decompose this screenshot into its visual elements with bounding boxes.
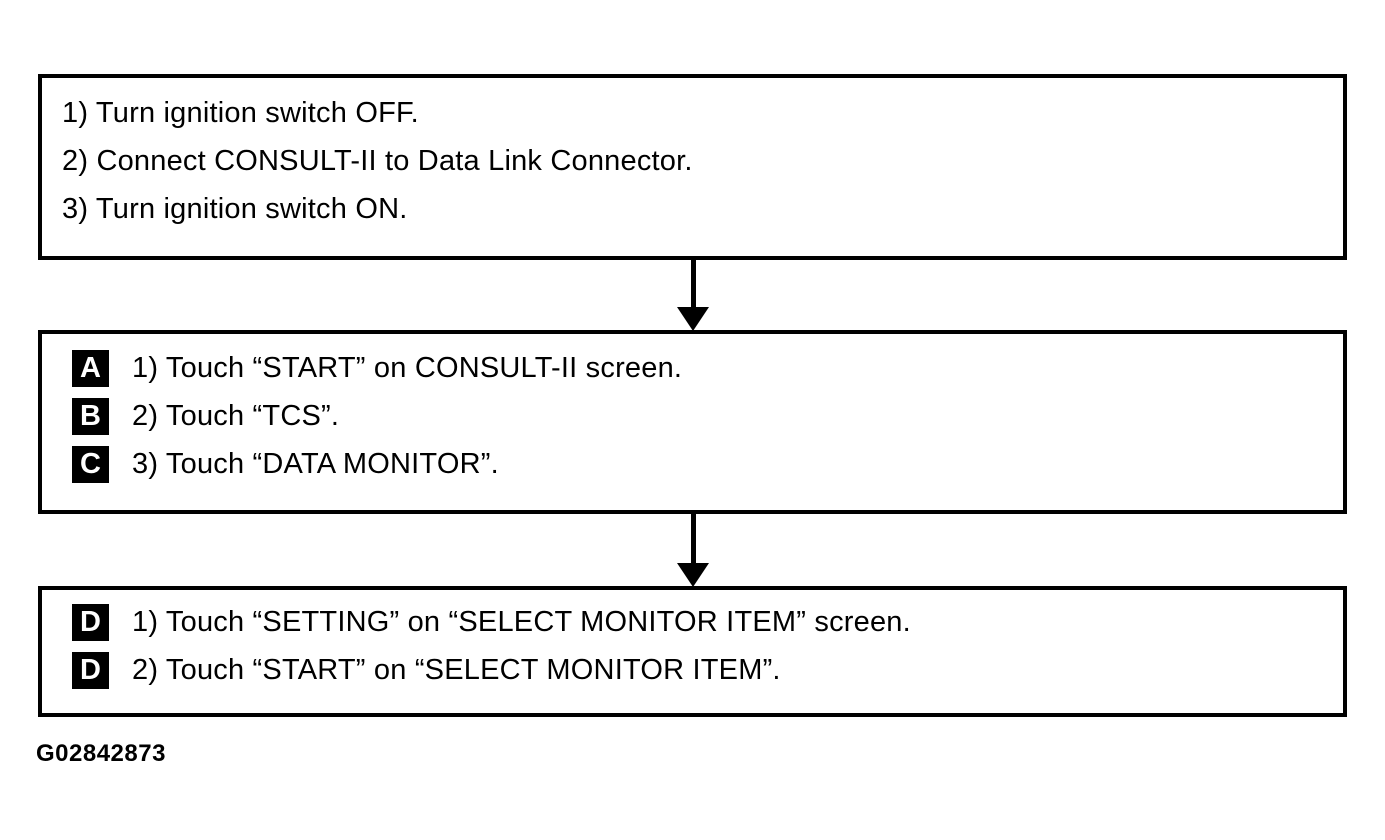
step-row: 2) Connect CONSULT-II to Data Link Conne… (62, 137, 1343, 185)
step-text: 1) Touch “START” on CONSULT-II screen. (132, 351, 683, 384)
arrow-down-icon (677, 307, 709, 331)
step-text: 2) Touch “START” on “SELECT MONITOR ITEM… (132, 653, 781, 686)
flow-box-consult-menu: A 1) Touch “START” on CONSULT-II screen.… (38, 330, 1347, 514)
flow-connector-1 (677, 258, 709, 331)
step-row: B 2) Touch “TCS”. (72, 392, 1343, 440)
step-text: 3) Touch “DATA MONITOR”. (132, 447, 499, 480)
step-row: C 3) Touch “DATA MONITOR”. (72, 440, 1343, 488)
step-text: 3) Turn ignition switch ON. (62, 192, 408, 225)
step-text: 2) Touch “TCS”. (132, 399, 340, 432)
arrow-line (690, 258, 696, 307)
step-text: 2) Connect CONSULT-II to Data Link Conne… (62, 144, 693, 177)
step-badge-d: D (72, 651, 109, 689)
flow-connector-2 (677, 512, 709, 587)
step-row: 3) Turn ignition switch ON. (62, 185, 1343, 233)
step-badge-b: B (72, 397, 109, 435)
step-badge-a: A (72, 349, 109, 387)
figure-id-caption: G02842873 (36, 740, 166, 767)
step-row: 1) Turn ignition switch OFF. (62, 89, 1343, 137)
step-row: D 1) Touch “SETTING” on “SELECT MONITOR … (72, 598, 1343, 646)
arrow-line (690, 512, 696, 563)
step-text: 1) Turn ignition switch OFF. (62, 96, 419, 129)
step-text: 1) Touch “SETTING” on “SELECT MONITOR IT… (132, 605, 911, 638)
step-row: D 2) Touch “START” on “SELECT MONITOR IT… (72, 646, 1343, 694)
flow-box-monitor-item: D 1) Touch “SETTING” on “SELECT MONITOR … (38, 586, 1347, 717)
step-row: A 1) Touch “START” on CONSULT-II screen. (72, 344, 1343, 392)
arrow-down-icon (677, 563, 709, 587)
step-badge-d: D (72, 603, 109, 641)
step-badge-c: C (72, 445, 109, 483)
flow-box-preparation: 1) Turn ignition switch OFF. 2) Connect … (38, 74, 1347, 260)
